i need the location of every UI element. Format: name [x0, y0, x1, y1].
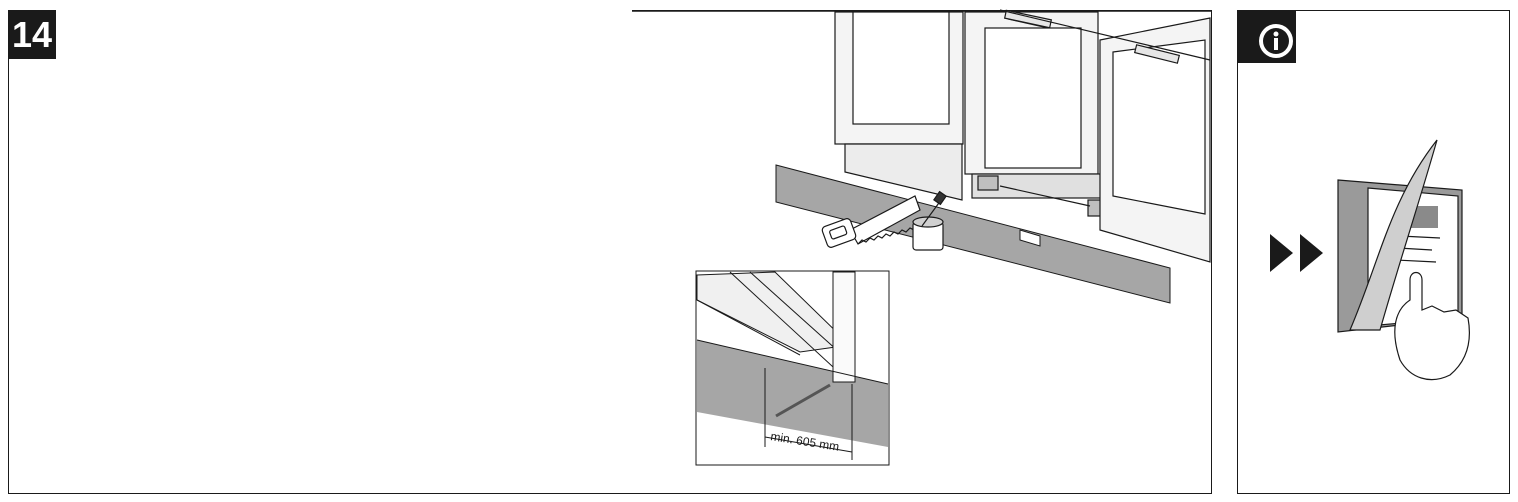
inset-detail: min. 605 mm	[695, 270, 890, 466]
info-icon	[1259, 24, 1293, 58]
cabinet-left	[834, 11, 964, 201]
paint-can-icon	[912, 190, 947, 251]
saw-icon	[821, 195, 923, 248]
fast-forward-icon	[1270, 234, 1323, 272]
cabinet-right	[1099, 17, 1211, 263]
manual-page-turn-icon	[1337, 139, 1471, 381]
panel-gap	[56, 9, 632, 13]
plinth-board	[775, 164, 1171, 304]
step-number-badge: 14	[8, 11, 56, 59]
info-badge	[1238, 11, 1296, 63]
